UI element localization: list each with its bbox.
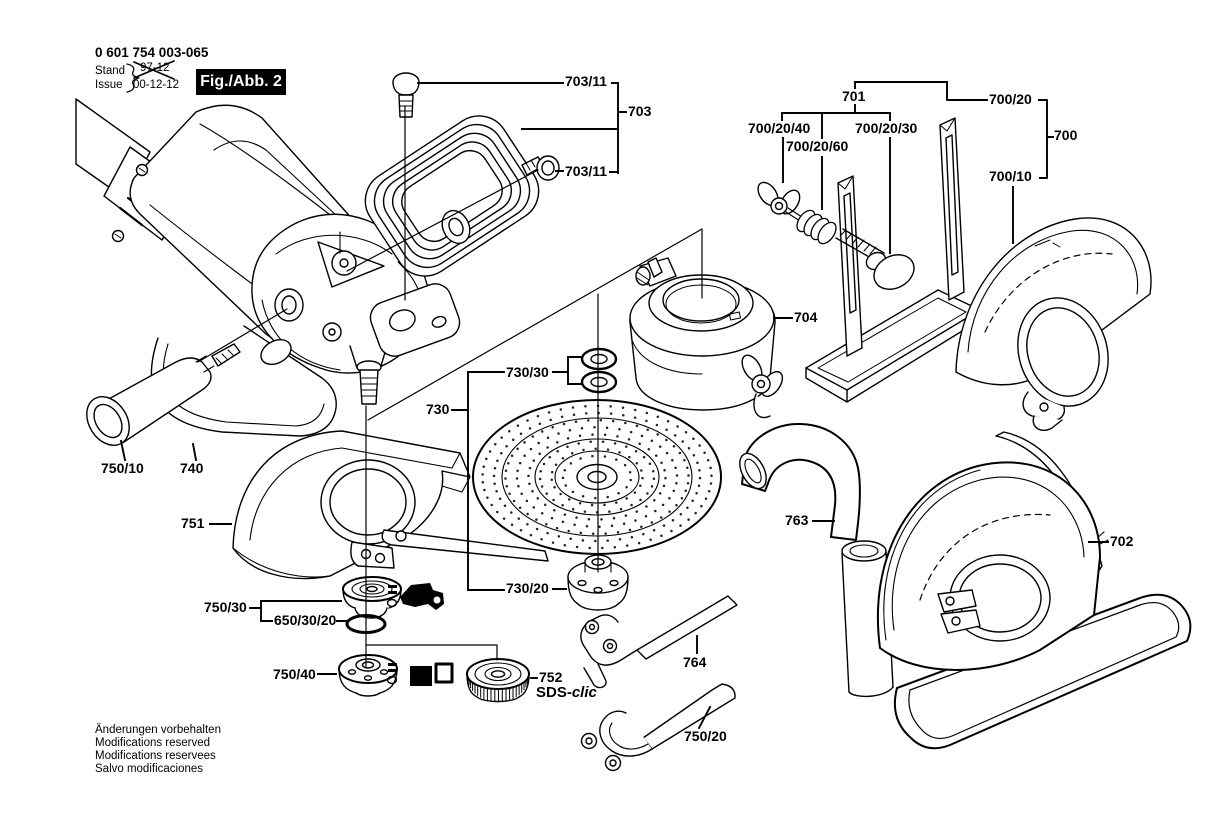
part-label-740: 740 — [180, 460, 204, 476]
part-label-730: 730 — [426, 401, 450, 417]
footer-note-de: Änderungen vorbehalten — [95, 724, 221, 736]
mounting-flange-drawing — [342, 576, 402, 619]
sds-italic: clic — [571, 684, 597, 701]
sanding-pad-drawing — [472, 399, 722, 555]
part-label-752: 752 — [539, 669, 563, 685]
superseded-date: 97-12 — [140, 62, 170, 74]
retaining-bracket-drawing — [150, 325, 337, 437]
part-label-730-20: 730/20 — [506, 580, 549, 596]
grinder-variant-icon — [386, 583, 444, 610]
clamping-flange-pad-drawing — [567, 554, 629, 611]
extraction-collar-drawing — [629, 257, 784, 419]
washers-drawing — [580, 347, 618, 394]
part-label-750-30: 750/30 — [204, 599, 247, 615]
document-part-number: 0 601 754 003-065 — [95, 45, 209, 60]
stand-label: Stand — [95, 65, 126, 77]
part-label-700-20-60: 700/20/60 — [786, 138, 849, 154]
part-label-702: 702 — [1110, 533, 1134, 549]
part-label-704: 704 — [794, 309, 818, 325]
label-leader-lines — [119, 81, 1109, 730]
part-label-750-40: 750/40 — [273, 666, 316, 682]
footer-note-fr: Modifications reservees — [95, 750, 216, 762]
part-label-700: 700 — [1054, 127, 1078, 143]
part-label-750-20: 750/20 — [684, 728, 727, 744]
quick-nut-drawing — [466, 658, 530, 703]
angle-grinder-drawing — [75, 98, 430, 405]
footer-note-es: Salvo modificaciones — [95, 763, 204, 775]
sds-clic-wordmark: SDS-clic — [536, 684, 597, 701]
figure-number-badge: Fig./Abb. 2 — [196, 69, 286, 95]
part-label-700-20: 700/20 — [989, 91, 1032, 107]
issue-label: Issue — [95, 79, 123, 91]
date-strike-marks — [126, 60, 175, 93]
part-label-751: 751 — [181, 515, 205, 531]
wheel-guard-drawing — [232, 430, 549, 580]
sds-bold: SDS- — [536, 684, 572, 701]
footer-note-en: Modifications reserved — [95, 737, 211, 749]
part-label-700-20-30: 700/20/30 — [855, 120, 918, 136]
grinder-variant-icon-2 — [386, 662, 454, 686]
issue-date: 00-12-12 — [133, 79, 180, 91]
part-label-703-11-side: 703/11 — [565, 163, 608, 179]
closed-handle-screw-top-drawing — [392, 72, 420, 118]
side-handle-drawing — [86, 343, 241, 446]
cutting-guard-drawing — [955, 217, 1152, 432]
part-label-650-30-20: 650/30/20 — [274, 612, 337, 628]
part-label-703-11-top: 703/11 — [565, 73, 608, 89]
cutting-guide-drawing — [841, 431, 1192, 750]
part-label-703: 703 — [628, 103, 652, 119]
closed-handle-drawing — [364, 115, 540, 357]
part-label-763: 763 — [785, 512, 809, 528]
part-label-700-10: 700/10 — [989, 168, 1032, 184]
part-label-750-10: 750/10 — [101, 460, 144, 476]
depth-guide-drawing — [757, 117, 981, 403]
offset-pin-wrench-drawing — [580, 595, 738, 689]
clamping-nut-drawing — [338, 654, 398, 697]
part-label-730-30: 730/30 — [506, 364, 549, 380]
part-label-700-20-40: 700/20/40 — [748, 120, 811, 136]
assembly-axis-lines — [197, 105, 703, 669]
pin-spanner-drawing — [580, 683, 736, 772]
part-label-764: 764 — [683, 654, 707, 670]
suction-hose-drawing — [739, 422, 861, 541]
part-label-701: 701 — [842, 88, 866, 104]
closed-handle-screw-side-drawing — [521, 155, 560, 181]
